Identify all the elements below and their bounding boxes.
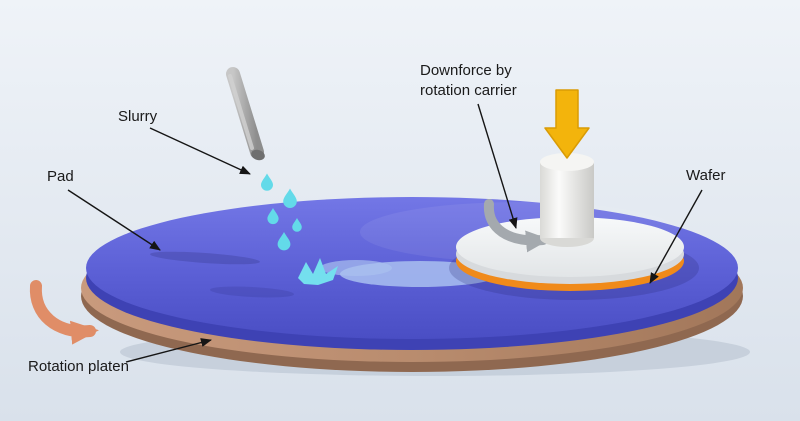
label-downforce-line2: rotation carrier [420,82,517,99]
carrier-rotation-arrow-icon [483,199,550,253]
downforce-pointer-arrow [477,103,518,229]
label-rotation-platen: Rotation platen [28,358,129,375]
platen-rotation-arrow-icon [29,280,99,345]
pad-pointer-arrow [67,189,161,251]
slurry-film [320,260,392,276]
label-wafer: Wafer [686,167,725,184]
label-downforce-line1: Downforce by [420,62,512,79]
platen-pointer-arrow [125,338,212,363]
wafer-pointer-arrow [649,189,703,284]
downforce-arrow-icon [544,89,590,159]
label-slurry: Slurry [118,108,158,125]
slurry-nozzle [226,67,265,161]
carrier-disc [456,217,684,277]
pad-streak [150,251,260,265]
pad-streak [210,286,294,298]
slurry-pointer-arrow [149,127,251,175]
label-pad: Pad [47,168,74,185]
carrier-cylinder [540,162,594,238]
cylinder-top [540,153,594,171]
slurry-splash [298,258,338,285]
